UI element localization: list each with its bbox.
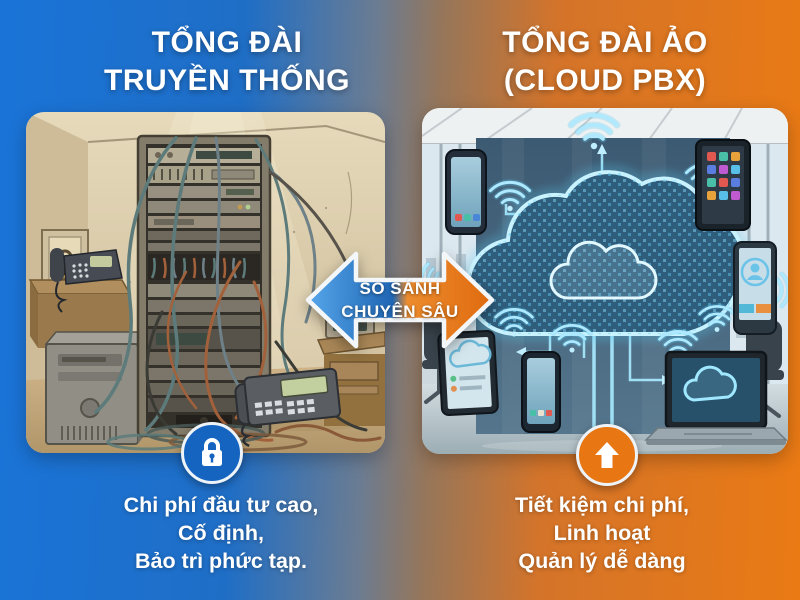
tablet-bottom-left (437, 329, 499, 417)
right-caption-line2: Linh hoạt (553, 521, 651, 545)
comparison-badge-label: SO SÁNH CHUYÊN SÂU (304, 240, 496, 360)
cloud-glyph (448, 339, 492, 368)
vent-grille (61, 426, 117, 440)
smartphone-bottom-center (521, 351, 561, 433)
laptop (644, 350, 788, 445)
right-caption-line3: Quản lý dễ dàng (518, 549, 686, 573)
floor-phone (234, 367, 342, 447)
right-caption: Tiết kiệm chi phí, Linh hoạt Quản lý dễ … (426, 491, 778, 575)
avatar (740, 257, 770, 287)
badge-line2: CHUYÊN SÂU (341, 302, 459, 321)
right-caption-line1: Tiết kiệm chi phí, (514, 493, 690, 517)
smartphone-right (733, 241, 777, 335)
server-room-scene (26, 112, 385, 453)
inner-cloud-icon (549, 240, 658, 300)
right-title-line2: (CLOUD PBX) (503, 64, 707, 97)
left-title-line1: TỔNG ĐÀI (151, 26, 303, 59)
left-caption: Chi phí đầu tư cao, Cố định, Bảo trì phứ… (38, 491, 404, 575)
right-column-title: TỔNG ĐÀI ẢO (CLOUD PBX) (424, 24, 786, 100)
left-caption-line2: Cố định, (178, 521, 264, 545)
binary-texture (467, 172, 744, 334)
lock-icon (181, 422, 243, 484)
traditional-pbx-illustration (26, 112, 385, 453)
smartphone-top-left (445, 149, 487, 235)
arrow-up-icon (576, 424, 638, 486)
cloud-pbx-illustration (422, 108, 788, 454)
left-caption-line3: Bảo trì phức tạp. (134, 549, 308, 573)
cloud-office-scene (422, 108, 788, 454)
pc-tower (44, 331, 150, 445)
tablet-top-right (695, 139, 751, 231)
badge-line1: SO SÁNH (359, 279, 441, 298)
right-title-line1: TỔNG ĐÀI ẢO (502, 26, 708, 59)
phone-cord (55, 281, 68, 313)
laptop-cloud-icon (683, 365, 737, 402)
patch-panel-wires (150, 257, 247, 279)
double-arrow-icon (305, 251, 495, 349)
left-column-title: TỔNG ĐÀI TRUYỀN THỐNG (38, 24, 416, 100)
left-title-line2: TRUYỀN THỐNG (104, 64, 350, 97)
desk-phone (50, 248, 123, 313)
left-caption-line1: Chi phí đầu tư cao, (123, 493, 319, 517)
